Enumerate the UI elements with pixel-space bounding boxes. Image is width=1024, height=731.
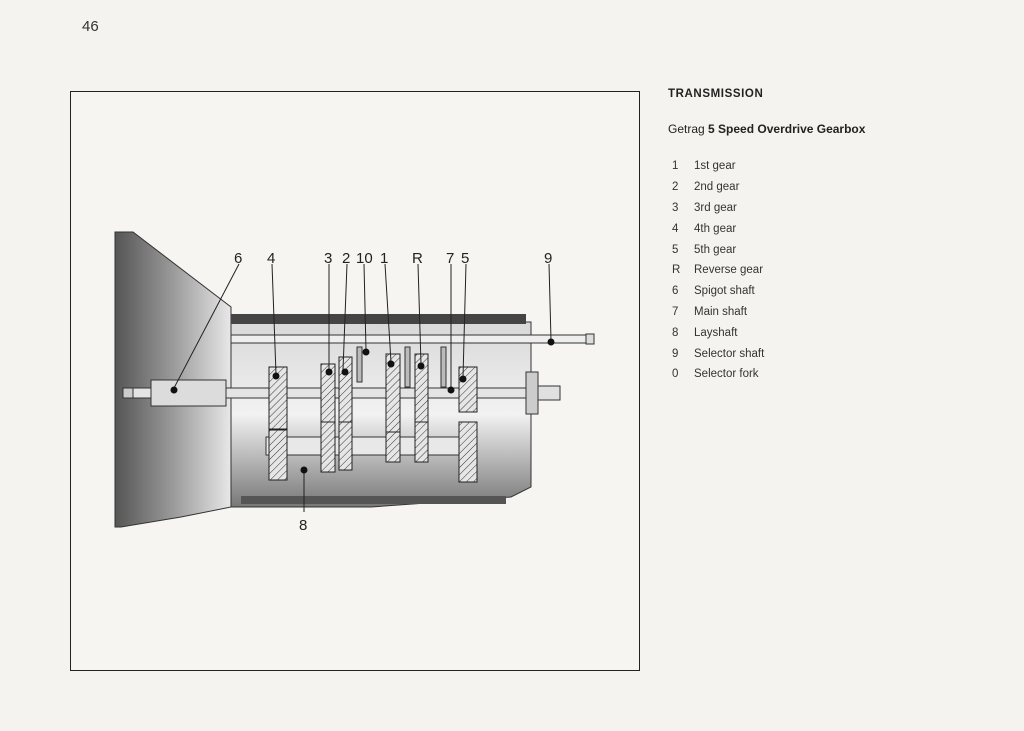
subtitle-model: 5 Speed Overdrive Gearbox	[708, 122, 866, 136]
callout-3: 3	[324, 250, 332, 267]
callout-4: 4	[267, 250, 275, 267]
gear-layshaft-6	[458, 421, 478, 483]
gear-4	[268, 366, 288, 430]
callout-9: 9	[544, 250, 552, 267]
gear-5	[458, 366, 478, 413]
legend-key: 9	[672, 347, 679, 360]
legend-item: 7 Main shaft	[668, 302, 998, 323]
legend-item: 6 Spigot shaft	[668, 281, 998, 302]
legend-item: 3 3rd gear	[668, 198, 998, 219]
legend-item: 2 2nd gear	[668, 177, 998, 198]
legend-key: 7	[672, 305, 679, 318]
legend-item: 1 1st gear	[668, 156, 998, 177]
output-flange	[525, 371, 539, 415]
callout-7: 7	[446, 250, 454, 267]
gearbox-figure: 6 4 3 2 10 1 R 7 5 9 8	[70, 91, 640, 671]
selector-shaft	[230, 334, 592, 344]
gear-layshaft-1	[268, 429, 288, 481]
figure-subtitle: Getrag 5 Speed Overdrive Gearbox	[668, 122, 998, 136]
legend-key: 4	[672, 222, 679, 235]
gear-layshaft-4	[385, 431, 401, 463]
legend-item: 4 4th gear	[668, 218, 998, 239]
callout-6: 6	[234, 250, 242, 267]
callout-5: 5	[461, 250, 469, 267]
legend-key: 5	[672, 243, 679, 256]
legend-key: 1	[672, 160, 679, 173]
legend-label: Reverse gear	[694, 264, 764, 277]
selector-fork	[356, 346, 363, 383]
callout-10: 10	[356, 250, 373, 267]
legend-label: 3rd gear	[694, 201, 737, 214]
legend-key: 3	[672, 201, 679, 214]
callout-1: 1	[380, 250, 388, 267]
legend-item: 5 5th gear	[668, 239, 998, 260]
legend-panel: TRANSMISSION Getrag 5 Speed Overdrive Ge…	[668, 88, 998, 385]
subtitle-brand: Getrag	[668, 122, 705, 136]
spigot-splines	[150, 379, 227, 407]
leader-dots	[170, 338, 555, 474]
gear-2	[338, 356, 353, 428]
casing-bottom-rib	[241, 496, 506, 504]
callout-8: 8	[299, 517, 307, 534]
legend-key: 8	[672, 326, 679, 339]
legend-label: 4th gear	[694, 222, 737, 235]
legend-label: Spigot shaft	[694, 285, 755, 298]
legend-key: 6	[672, 285, 679, 298]
legend-label: Selector shaft	[694, 347, 765, 360]
layshaft	[265, 436, 467, 456]
gear-layshaft-2	[320, 421, 336, 473]
gear-layshaft-3	[338, 421, 353, 471]
legend-label: Selector fork	[694, 368, 759, 381]
gearbox-cutaway-diagram: 6 4 3 2 10 1 R 7 5 9 8	[114, 231, 595, 534]
legend-label: Layshaft	[694, 326, 738, 339]
leader-lines	[173, 263, 552, 512]
legend-key: 0	[672, 368, 679, 381]
section-title: TRANSMISSION	[668, 88, 764, 100]
callout-R: R	[412, 250, 423, 267]
callout-2: 2	[342, 250, 350, 267]
page-number: 46	[82, 18, 99, 35]
legend-key: 2	[672, 181, 679, 194]
legend-label: 1st gear	[694, 160, 736, 173]
legend-item: 0 Selector fork	[668, 364, 998, 385]
legend-key: R	[672, 264, 681, 277]
legend-label: 5th gear	[694, 243, 737, 256]
legend-label: 2nd gear	[694, 181, 740, 194]
casing-top-cover	[231, 314, 526, 324]
gear-layshaft-5	[414, 421, 429, 463]
legend-item: 9 Selector shaft	[668, 343, 998, 364]
legend-label: Main shaft	[694, 305, 748, 318]
legend-item: 8 Layshaft	[668, 322, 998, 343]
legend-item: R Reverse gear	[668, 260, 998, 281]
